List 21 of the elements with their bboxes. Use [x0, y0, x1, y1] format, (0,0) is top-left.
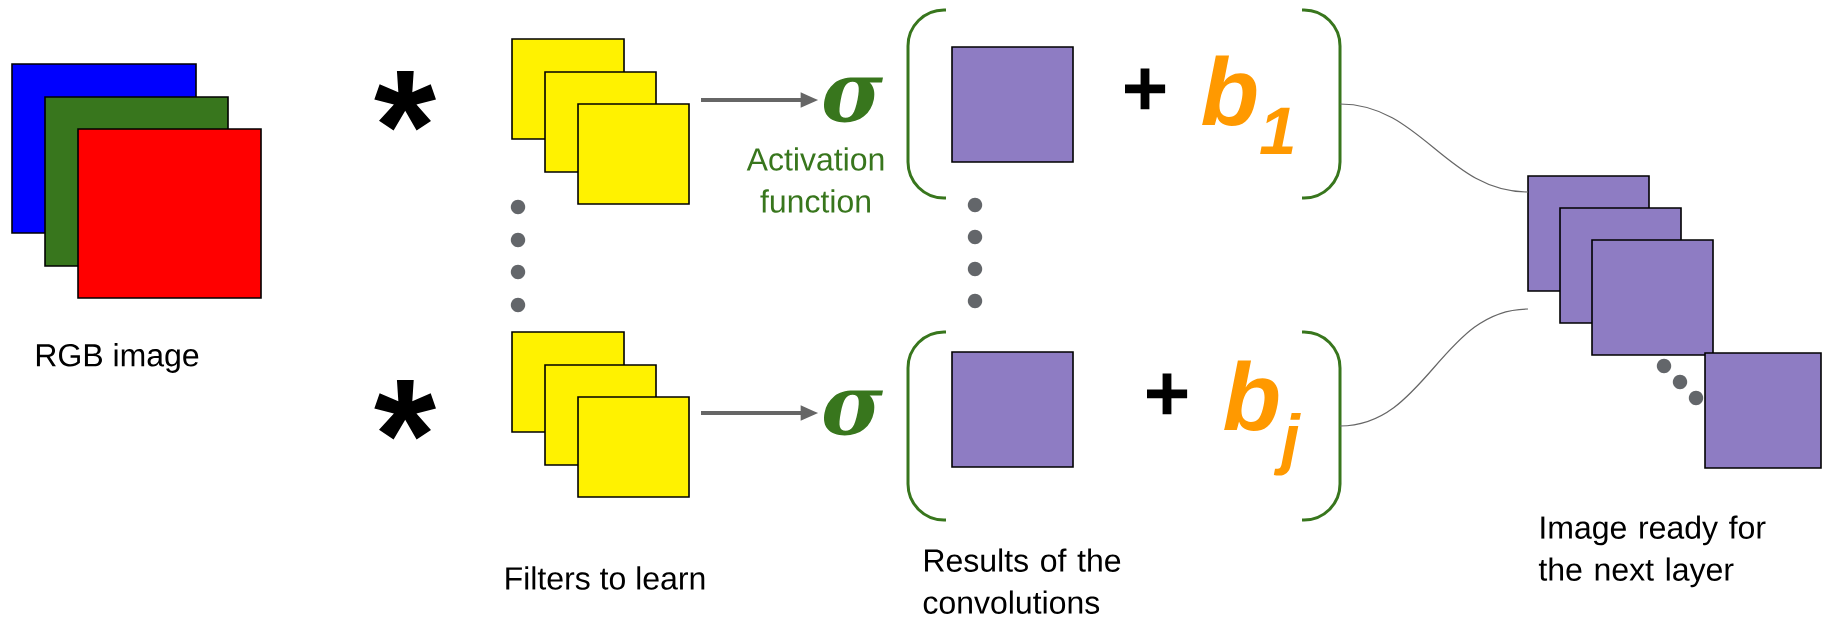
node-label: Image ready for the next layer — [1538, 515, 1766, 588]
bias-term: b$_{j}$ — [1224, 360, 1301, 476]
plus-sign: + — [1147, 373, 1188, 415]
bias-term: b$_{1}$ — [1202, 55, 1293, 155]
sigma-symbol: σ — [824, 77, 883, 123]
feature-map-stack-drawing — [1527, 175, 1822, 469]
connector-line — [1339, 103, 1529, 193]
image-stack-drawing — [11, 63, 262, 299]
filter-stack-drawing — [511, 38, 690, 205]
node-label: RGB image — [36, 343, 199, 373]
operator-sign: * — [374, 70, 436, 131]
caption: Results of the convolutions — [923, 548, 1121, 614]
node-label: Activation function — [746, 147, 884, 213]
caption: Filters to learn — [506, 566, 705, 590]
sigma-symbol: σ — [824, 390, 883, 436]
filter-stack-drawing — [511, 331, 690, 498]
result-square — [951, 351, 1074, 468]
plus-sign: + — [1125, 68, 1166, 110]
operator-sign: * — [374, 379, 436, 440]
result-square — [951, 46, 1074, 163]
connector-line — [1339, 308, 1529, 427]
